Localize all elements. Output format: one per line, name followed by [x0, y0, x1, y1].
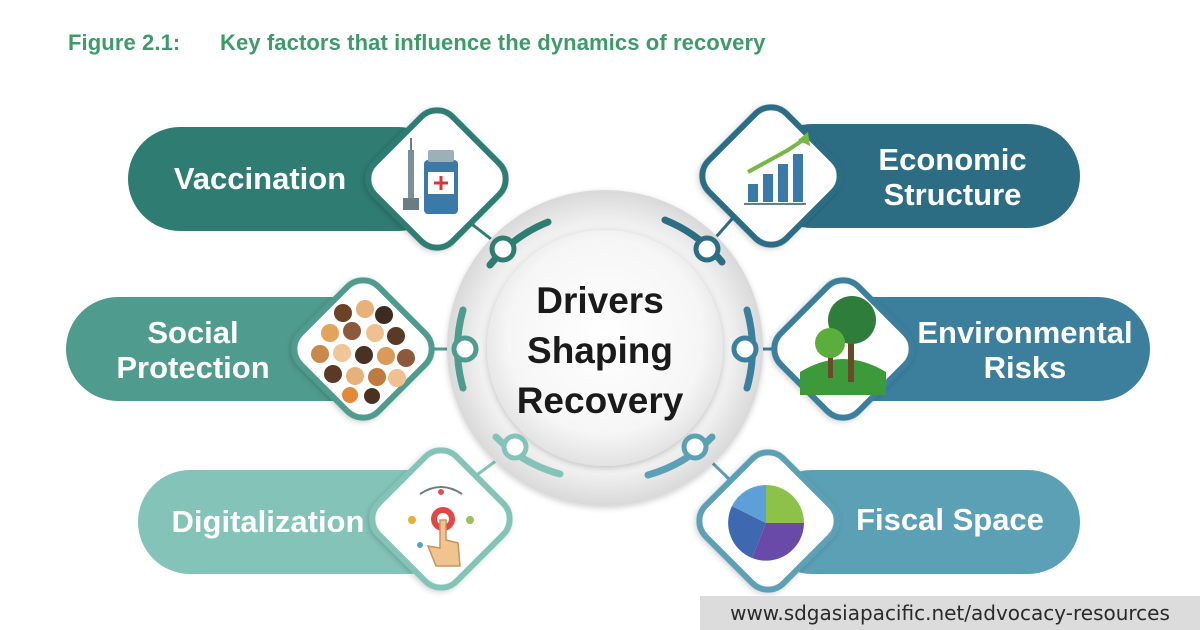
bar-chart-growth-icon — [699, 104, 843, 248]
driver-label-line2: Protection — [116, 350, 270, 385]
ring-dots — [451, 235, 759, 461]
pie-chart-icon — [696, 449, 840, 593]
center-hub — [447, 190, 763, 506]
driver-label-line1: Social — [147, 315, 239, 350]
figure-number: Figure 2.1: — [68, 30, 181, 55]
driver-label-economic-structure: Economic Structure — [845, 142, 1060, 212]
driver-label-environmental-risks: Environmental Risks — [905, 315, 1145, 385]
figure-title: Figure 2.1: Key factors that influence th… — [68, 30, 766, 56]
center-title-line3: Recovery — [516, 380, 684, 421]
trees-icon — [771, 277, 915, 421]
source-url: www.sdgasiapacific.net/advocacy-resource… — [700, 596, 1200, 630]
driver-pill-economic-structure — [760, 124, 1080, 228]
center-title: Drivers Shaping Recovery — [500, 276, 700, 426]
driver-label-line2: Risks — [983, 350, 1067, 385]
driver-label-line1: Fiscal Space — [856, 502, 1044, 537]
vaccine-syringe-icon — [365, 107, 509, 251]
touch-button-icon — [369, 447, 513, 591]
figure-caption: Key factors that influence the dynamics … — [220, 30, 766, 55]
driver-label-fiscal-space: Fiscal Space — [840, 502, 1060, 537]
driver-label-line1: Economic — [878, 142, 1027, 177]
driver-label-line1: Vaccination — [173, 161, 347, 196]
driver-label-vaccination: Vaccination — [150, 161, 370, 196]
driver-pill-fiscal-space — [760, 470, 1080, 574]
driver-label-social-protection: Social Protection — [88, 315, 298, 385]
center-title-line1: Drivers — [536, 280, 664, 321]
driver-pill-digitalization — [138, 470, 460, 574]
driver-label-line1: Digitalization — [171, 504, 365, 539]
driver-label-digitalization: Digitalization — [160, 504, 376, 539]
center-title-line2: Shaping — [527, 330, 673, 371]
driver-label-line2: Structure — [883, 177, 1022, 212]
people-crowd-icon — [291, 277, 435, 421]
driver-label-line1: Environmental — [917, 315, 1133, 350]
driver-pill-vaccination — [128, 127, 450, 231]
